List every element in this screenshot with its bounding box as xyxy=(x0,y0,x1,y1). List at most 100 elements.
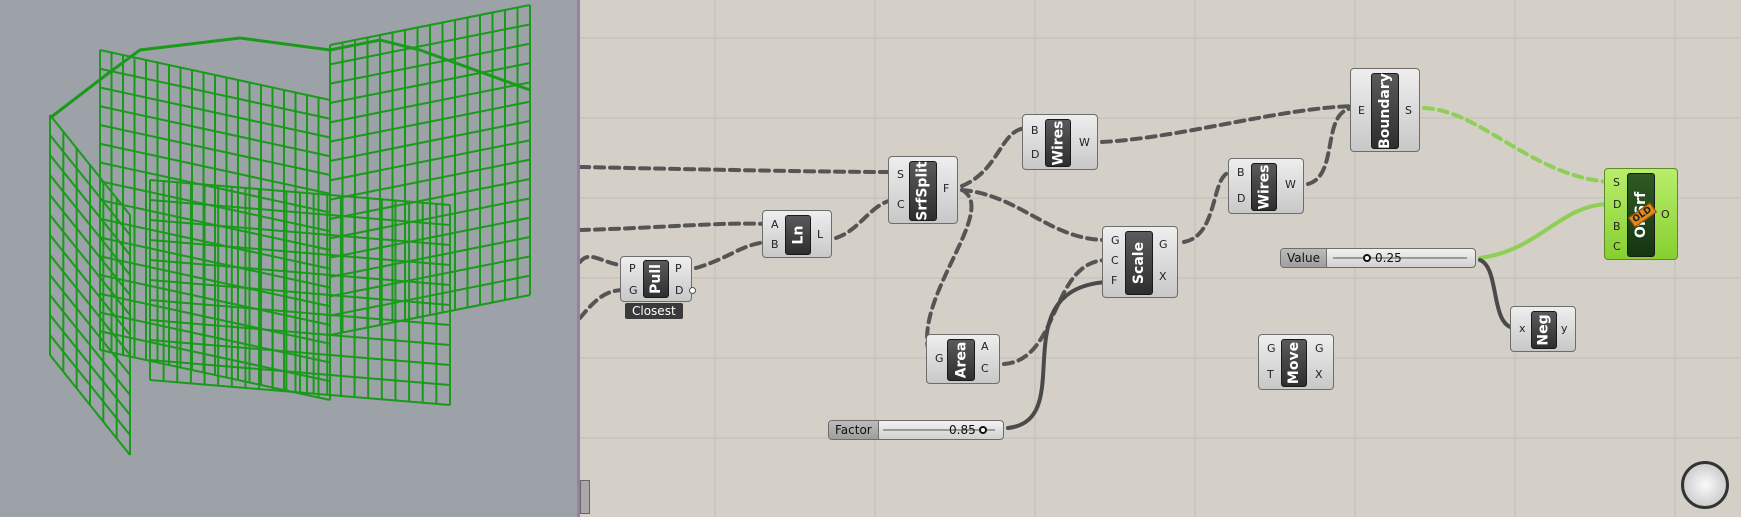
mesh-edge xyxy=(149,319,451,346)
scale-component[interactable]: G C F Scale G X xyxy=(1102,226,1178,298)
mesh-edge xyxy=(49,114,131,216)
mesh-edge xyxy=(99,142,331,195)
srfsplit-label: SrfSplit xyxy=(909,161,937,221)
data-wire xyxy=(580,254,626,268)
neg-input-x: x xyxy=(1519,322,1526,335)
mesh-edge xyxy=(49,334,131,436)
wire-layer xyxy=(580,104,1610,430)
data-wire xyxy=(694,240,768,270)
mesh-edge xyxy=(49,214,131,316)
rhino-viewport[interactable] xyxy=(0,0,578,517)
factor-slider-track[interactable] xyxy=(883,429,995,431)
srfsplit-input-s: S xyxy=(897,168,904,181)
boundary-label: Boundary xyxy=(1371,73,1399,149)
mesh-edge xyxy=(149,179,451,206)
value-slider[interactable]: Value 0.25 xyxy=(1280,248,1476,268)
move-component[interactable]: G T Move G X xyxy=(1258,334,1334,390)
mesh-edge xyxy=(329,81,531,124)
value-slider-knob[interactable] xyxy=(1363,254,1371,262)
factor-slider-label: Factor xyxy=(829,421,879,439)
mesh-edge xyxy=(329,139,531,182)
canvas-grid xyxy=(580,0,1741,517)
neg-output-y: y xyxy=(1561,322,1568,335)
wires1-output-w: W xyxy=(1079,136,1090,149)
value-slider-value: 0.25 xyxy=(1375,251,1402,265)
navigation-compass-icon[interactable] xyxy=(1681,461,1729,509)
wires2-output-w: W xyxy=(1285,178,1296,191)
grasshopper-canvas[interactable]: P G Pull P D Closest A B Ln L S C SrfSpl… xyxy=(580,0,1741,517)
data-wire xyxy=(1306,106,1356,186)
mesh-edge xyxy=(49,314,131,416)
mesh-edge xyxy=(99,105,331,158)
mesh-edge xyxy=(329,62,531,104)
data-wire xyxy=(580,165,894,174)
mesh-edge xyxy=(149,199,451,226)
offsrf-input-b: B xyxy=(1613,220,1621,233)
mesh-edge xyxy=(329,120,531,162)
mesh-edge xyxy=(49,234,131,336)
wires-component-1[interactable]: B D Wires W xyxy=(1022,114,1098,170)
mesh-edge xyxy=(149,259,451,286)
mesh-edge xyxy=(149,239,451,266)
factor-slider[interactable]: Factor 0.85 xyxy=(828,420,1004,440)
mesh-edge xyxy=(149,299,451,326)
mesh-edge xyxy=(329,274,531,317)
boundary-component[interactable]: E Boundary S xyxy=(1350,68,1420,152)
value-slider-label: Value xyxy=(1281,249,1327,267)
move-label: Move xyxy=(1281,339,1307,387)
mesh-edge xyxy=(99,161,331,214)
mesh-edge xyxy=(99,255,331,308)
panel-divider[interactable] xyxy=(577,0,580,517)
factor-slider-value: 0.85 xyxy=(949,423,976,437)
mesh-edge xyxy=(329,236,531,278)
mesh-edge xyxy=(49,274,131,376)
mesh-edge xyxy=(99,311,331,364)
mesh-edge xyxy=(329,42,531,85)
pull-input-g: G xyxy=(629,284,638,297)
value-slider-track[interactable] xyxy=(1333,257,1467,259)
data-wire xyxy=(925,188,974,358)
offsrf-input-c: C xyxy=(1613,240,1621,253)
canvas-scroll-thumb[interactable] xyxy=(580,480,590,514)
factor-slider-knob[interactable] xyxy=(979,426,987,434)
mesh-edge xyxy=(49,354,131,456)
mesh-edge xyxy=(329,4,531,46)
data-wire xyxy=(1006,280,1108,430)
mesh-edge xyxy=(49,294,131,396)
area-input-g: G xyxy=(935,352,944,365)
boundary-output-s: S xyxy=(1405,104,1412,117)
mesh-edge xyxy=(329,255,531,298)
area-component[interactable]: G Area A C xyxy=(926,334,1000,384)
mesh-edge xyxy=(329,23,531,66)
area-output-c: C xyxy=(981,362,989,375)
mesh-edge xyxy=(49,194,131,296)
mesh-edge xyxy=(329,158,531,201)
pull-grip[interactable] xyxy=(689,287,696,294)
ln-component[interactable]: A B Ln L xyxy=(762,210,832,258)
data-wire xyxy=(960,126,1028,188)
neg-component[interactable]: x Neg y xyxy=(1510,306,1576,352)
pull-component[interactable]: P G Pull P D xyxy=(620,256,696,302)
mesh-edge xyxy=(49,174,131,276)
mesh-edge xyxy=(329,197,531,240)
green-mesh-model xyxy=(49,4,531,456)
pull-label: Pull xyxy=(643,260,669,298)
mesh-edge xyxy=(99,236,331,289)
mesh-edge xyxy=(99,86,331,139)
wires-component-2[interactable]: B D Wires W xyxy=(1228,158,1304,214)
mesh-edge xyxy=(329,216,531,259)
scale-output-x: X xyxy=(1159,270,1167,283)
wires2-label: Wires xyxy=(1251,163,1277,211)
mesh-edge xyxy=(149,219,451,246)
srfsplit-component[interactable]: S C SrfSplit F xyxy=(888,156,958,224)
wires2-input-d: D xyxy=(1237,192,1246,205)
mesh-edge xyxy=(99,217,331,270)
mesh-edge xyxy=(99,67,331,120)
wires1-input-d: D xyxy=(1031,148,1040,161)
offsrf-component[interactable]: S D B C OffSrf OLD O xyxy=(1604,168,1678,260)
mesh-edge xyxy=(149,379,451,406)
data-wire xyxy=(580,288,626,320)
move-output-g: G xyxy=(1315,342,1324,355)
offsrf-input-d: D xyxy=(1613,198,1622,211)
mesh-edge xyxy=(329,294,531,336)
